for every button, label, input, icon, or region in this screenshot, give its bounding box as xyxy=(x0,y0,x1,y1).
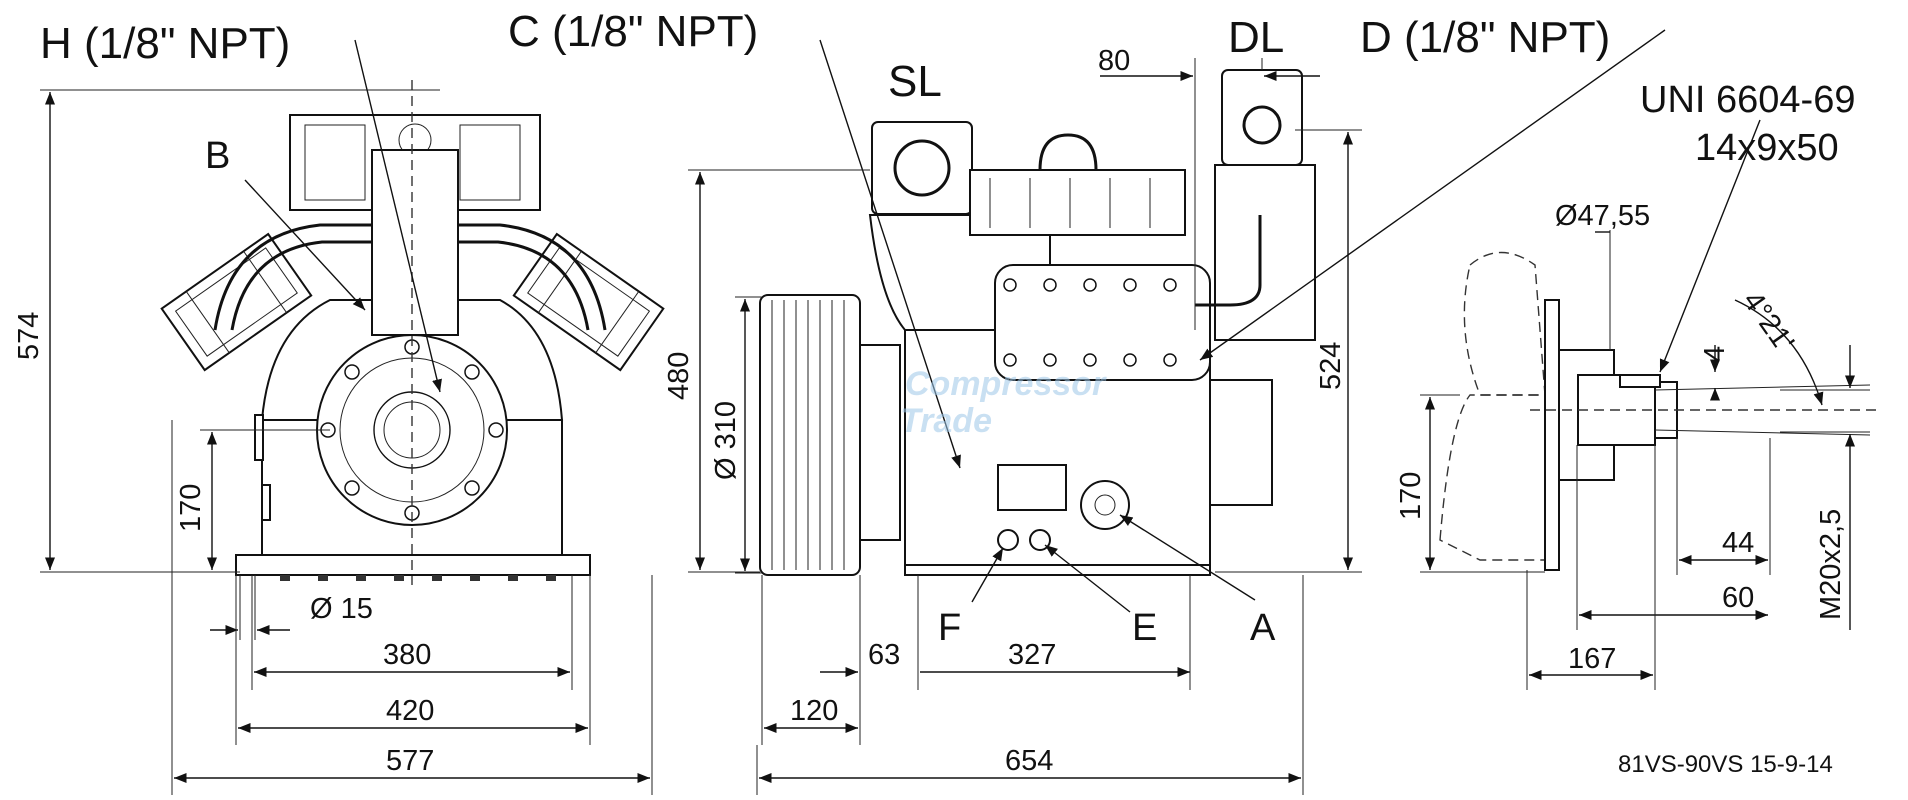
side-cylinder-top xyxy=(969,169,1186,236)
right-cylinder-head xyxy=(512,232,665,372)
label-D: D (1/8" NPT) xyxy=(1360,13,1610,62)
watermark-line1: Compressor xyxy=(905,365,1107,403)
dim-front-height: 574 xyxy=(13,312,45,360)
front-base-bolts xyxy=(280,575,556,581)
dim-shaft-thread: M20x2,5 xyxy=(1815,509,1847,620)
dim-side-480: 480 xyxy=(663,352,695,400)
pulley-hub xyxy=(859,344,901,541)
label-C: C (1/8" NPT) xyxy=(508,7,758,56)
front-oil-filter xyxy=(371,149,459,336)
dim-front-380: 380 xyxy=(383,639,431,671)
label-B: B xyxy=(205,135,230,177)
side-view xyxy=(759,29,1666,613)
dim-shaft-angle: 4°21' xyxy=(1736,286,1800,358)
side-cylinder-bank xyxy=(994,264,1211,381)
side-oil-pump xyxy=(1209,379,1273,506)
dim-front-420: 420 xyxy=(386,695,434,727)
dim-side-80: 80 xyxy=(1098,45,1130,77)
front-view xyxy=(160,39,665,585)
label-H: H (1/8" NPT) xyxy=(40,19,290,68)
front-view-dimensions xyxy=(40,89,653,795)
left-cylinder-head xyxy=(160,232,313,372)
dim-shaft-44: 44 xyxy=(1722,527,1754,559)
callout-A-leader xyxy=(1119,514,1256,601)
label-SL: SL xyxy=(888,57,942,106)
front-base-plate xyxy=(235,554,591,576)
dim-shaft-170: 170 xyxy=(1395,472,1427,520)
discharge-housing xyxy=(1214,164,1316,341)
label-F: F xyxy=(938,607,961,649)
callout-B-leader xyxy=(244,179,366,311)
port-A xyxy=(1080,480,1130,530)
label-DL: DL xyxy=(1228,13,1284,62)
key-spec-line2: 14x9x50 xyxy=(1695,127,1839,169)
nameplate xyxy=(997,464,1067,511)
dim-shaft-diameter: Ø47,55 xyxy=(1555,200,1650,232)
key-spec-line1: UNI 6604-69 xyxy=(1640,79,1855,121)
suction-flange-SL xyxy=(871,121,973,215)
callout-H-leader xyxy=(354,39,442,393)
callout-C-leader xyxy=(819,39,961,469)
callout-E-leader xyxy=(1044,544,1131,613)
dim-front-577: 577 xyxy=(386,745,434,777)
dim-side-654: 654 xyxy=(1005,745,1053,777)
side-view-dimensions xyxy=(688,58,1362,795)
dim-shaft-167: 167 xyxy=(1568,643,1616,675)
label-A: A xyxy=(1250,607,1276,649)
watermark: Compressor Trade xyxy=(900,365,1107,440)
dim-shaft-4: 4 xyxy=(1699,346,1731,362)
dim-shaft-60: 60 xyxy=(1722,582,1754,614)
dim-front-170: 170 xyxy=(175,484,207,532)
dim-side-63: 63 xyxy=(868,639,900,671)
shaft-housing-outline xyxy=(1463,251,1546,396)
dim-side-327: 327 xyxy=(1008,639,1056,671)
label-E: E xyxy=(1132,607,1157,649)
watermark-line2: Trade xyxy=(900,402,992,440)
dim-front-hole: Ø 15 xyxy=(310,593,373,625)
dim-side-524: 524 xyxy=(1315,342,1347,390)
drive-pulley xyxy=(759,294,861,576)
key-spec-leader xyxy=(1659,119,1761,373)
shaft-key xyxy=(1619,374,1661,388)
drawing-code: 81VS-90VS 15-9-14 xyxy=(1618,751,1833,778)
port-F xyxy=(997,529,1019,551)
shaft-flange-plate xyxy=(1544,299,1560,571)
callout-F-leader xyxy=(971,547,1004,603)
callout-D-leader xyxy=(1199,29,1666,361)
dim-side-120: 120 xyxy=(790,695,838,727)
discharge-flange-DL xyxy=(1221,69,1303,166)
shaft-detail-view xyxy=(1420,119,1880,690)
dim-side-pulley: Ø 310 xyxy=(710,401,742,480)
lifting-eye xyxy=(1038,133,1098,171)
callout-labels: H (1/8" NPT) C (1/8" NPT) DL D (1/8" NPT… xyxy=(40,7,1855,649)
